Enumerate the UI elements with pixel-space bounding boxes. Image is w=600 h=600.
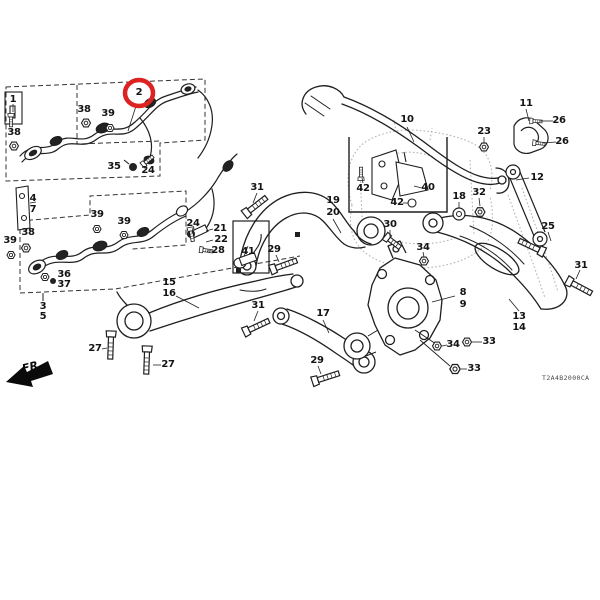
- part-label-33: 33: [467, 363, 481, 374]
- part-label-36: 36: [57, 269, 71, 280]
- part-label-39: 39: [90, 209, 104, 220]
- part-label-7: 7: [29, 204, 37, 215]
- part-label-2: 2: [135, 87, 143, 98]
- part-label-21: 21: [213, 223, 227, 234]
- stabilizer-link-12: [505, 164, 548, 247]
- part-label-1: 1: [9, 94, 17, 105]
- part-label-23: 23: [477, 126, 491, 137]
- part-label-14: 14: [512, 322, 526, 333]
- part-label-39: 39: [3, 235, 17, 246]
- part-label-38: 38: [7, 127, 21, 138]
- part-label-20: 20: [326, 207, 340, 218]
- part-label-13: 13: [512, 311, 526, 322]
- part-label-29: 29: [267, 244, 281, 255]
- part-label-39: 39: [117, 216, 131, 227]
- sensor-41: [232, 220, 270, 274]
- knuckle-8-9: [343, 240, 451, 367]
- part-label-12: 12: [530, 172, 544, 183]
- part-label-30: 30: [383, 219, 397, 230]
- part-label-16: 16: [162, 288, 176, 299]
- part-label-27: 27: [161, 359, 175, 370]
- abs-harness-top: [19, 83, 213, 165]
- part-label-11: 11: [519, 98, 533, 109]
- part-label-38: 38: [77, 104, 91, 115]
- part-label-24: 24: [186, 218, 200, 229]
- part-label-39: 39: [101, 108, 115, 119]
- part-label-17: 17: [316, 308, 330, 319]
- leader-lines: [12, 104, 581, 375]
- fr-direction-arrow: [6, 361, 53, 387]
- part-label-27: 27: [88, 343, 102, 354]
- part-label-42: 42: [390, 197, 404, 208]
- part-label-28: 28: [211, 245, 225, 256]
- part-label-32: 32: [472, 187, 486, 198]
- part-label-33: 33: [482, 336, 496, 347]
- diagram-code: T2A4B2000CA: [542, 374, 590, 382]
- part-label-15: 15: [162, 277, 176, 288]
- part-label-3: 3: [39, 301, 47, 312]
- part-label-34: 34: [416, 242, 430, 253]
- part-label-19: 19: [326, 195, 340, 206]
- part-label-35: 35: [107, 161, 121, 172]
- part-label-24: 24: [141, 165, 155, 176]
- part-label-4: 4: [29, 193, 37, 204]
- fasteners: [6, 117, 595, 388]
- part-label-31: 31: [250, 182, 264, 193]
- inset-box-harness-bottom: [19, 190, 301, 294]
- part-label-37: 37: [57, 279, 71, 290]
- part-label-38: 38: [21, 227, 35, 238]
- part-label-31: 31: [251, 300, 265, 311]
- bracket-part-1: [4, 91, 23, 128]
- part-label-42: 42: [356, 183, 370, 194]
- part-label-29: 29: [310, 355, 324, 366]
- highlight-circle: [122, 77, 156, 109]
- part-label-40: 40: [421, 182, 435, 193]
- stabilizer-mount-box: [348, 137, 448, 213]
- part-label-9: 9: [459, 299, 467, 310]
- part-label-26: 26: [552, 115, 566, 126]
- part-label-10: 10: [400, 114, 414, 125]
- part-label-8: 8: [459, 287, 467, 298]
- part-label-34: 34: [446, 339, 460, 350]
- part-label-25: 25: [541, 221, 555, 232]
- part-label-41: 41: [241, 246, 255, 257]
- bracket-4-7: [15, 185, 31, 231]
- part-label-31: 31: [574, 260, 588, 271]
- stabilizer-bar: [301, 85, 510, 194]
- part-label-26: 26: [555, 136, 569, 147]
- arm-15-16: [116, 268, 304, 339]
- part-label-18: 18: [452, 191, 466, 202]
- lower-arm-13-14: [422, 212, 568, 310]
- part-label-5: 5: [39, 311, 47, 322]
- part-label-22: 22: [214, 234, 228, 245]
- abs-harness-bottom: [28, 153, 238, 275]
